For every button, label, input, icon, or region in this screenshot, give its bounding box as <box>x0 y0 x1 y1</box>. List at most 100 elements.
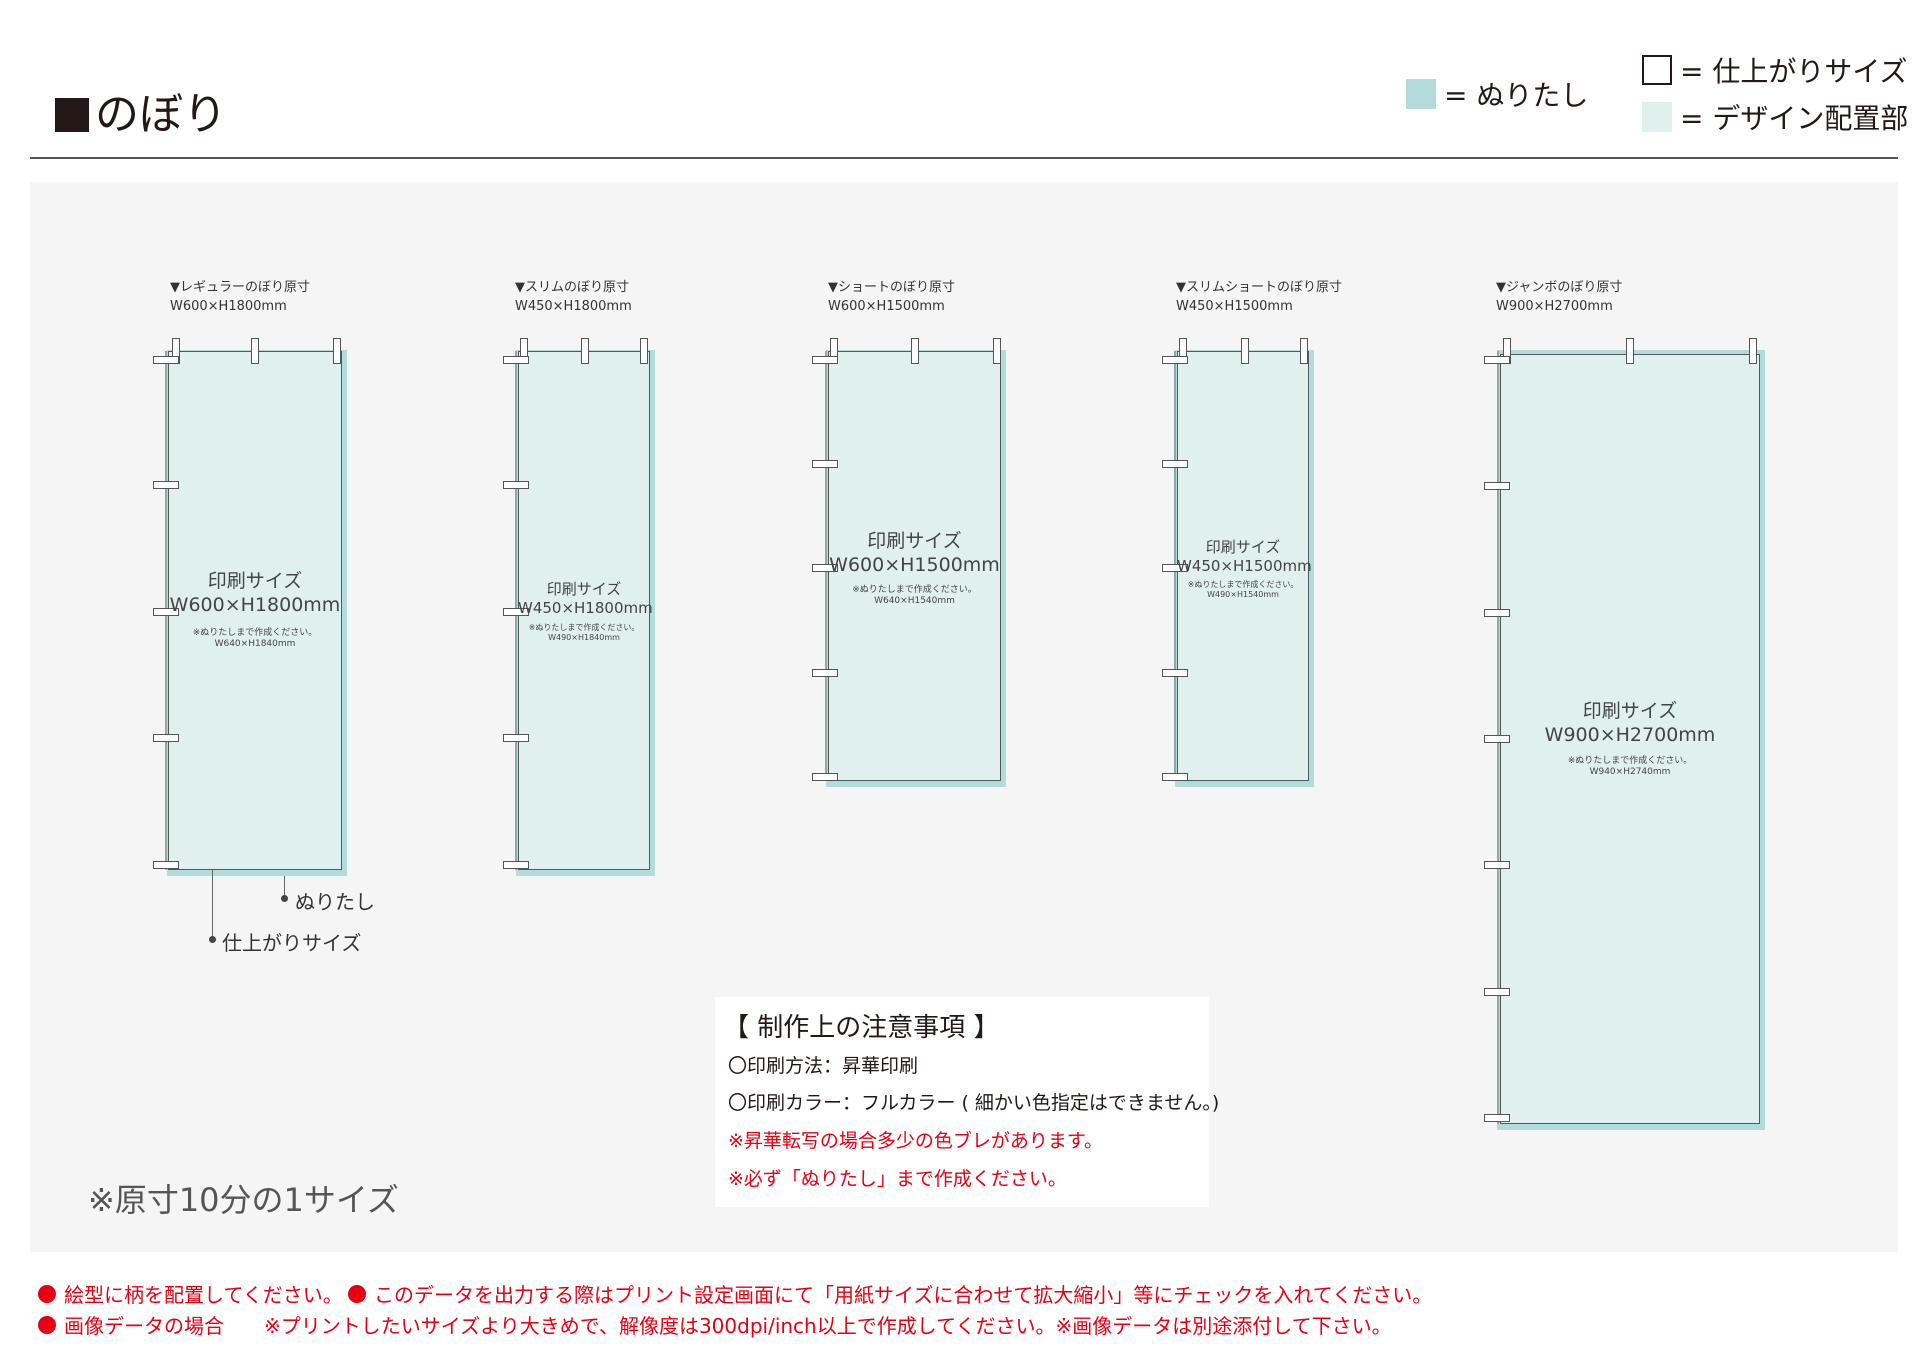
notes-color: 〇印刷カラー：フルカラー ( 細かい色指定はできません。) <box>728 1092 1220 1114</box>
top-tab <box>640 338 648 364</box>
top-tab <box>581 338 589 364</box>
bleed-callout-dot <box>281 895 288 902</box>
legend-finish: = 仕上がりサイズ <box>1642 50 1908 90</box>
footer-item-2-text: このデータを出力する際はプリント設定画面にて「用紙サイズに合わせて拡大縮小」等に… <box>374 1283 1433 1307</box>
bleed-size: W490×H1540mm <box>1207 590 1279 599</box>
finish-callout-dot <box>209 936 216 943</box>
title-square-icon <box>55 98 89 132</box>
nobori-title: ▼スリムショートのぼり原寸 <box>1176 280 1342 295</box>
nobori-dims: W900×H2700mm <box>1496 299 1613 314</box>
side-tab <box>1484 609 1510 617</box>
side-tab <box>1484 1114 1510 1122</box>
bleed-note: ※ぬりたしまで作成ください。 <box>1567 756 1693 766</box>
scale-note: ※原寸10分の1サイズ <box>88 1181 399 1219</box>
top-tab <box>1626 338 1634 364</box>
print-size-label: 印刷サイズ <box>867 530 962 552</box>
footer-item-3: 画像データの場合 ※プリントしたいサイズより大きめで、解像度は300dpi/in… <box>38 1310 1392 1339</box>
side-tab <box>153 481 179 489</box>
side-tab <box>153 608 179 616</box>
footer-item-1: 絵型に柄を配置してください。 <box>38 1279 343 1308</box>
design-area <box>1500 354 1760 1124</box>
side-tab <box>1162 564 1188 572</box>
nobori-title: ▼レギュラーのぼり原寸 <box>170 280 310 295</box>
nobori-dims: W450×H1500mm <box>1176 299 1293 314</box>
red-dot-icon <box>348 1284 366 1303</box>
top-tab <box>333 338 341 364</box>
finish-callout-label: 仕上がりサイズ <box>222 931 362 955</box>
print-size-label: 印刷サイズ <box>207 570 303 592</box>
bleed-note: ※ぬりたしまで作成ください。 <box>1187 580 1299 589</box>
production-notes <box>715 997 1209 1207</box>
footer-item-1-text: 絵型に柄を配置してください。 <box>64 1283 343 1307</box>
bleed-callout-label: ぬりたし <box>295 890 375 914</box>
legend-finish-label: = 仕上がりサイズ <box>1680 55 1908 88</box>
bleed-size: W640×H1840mm <box>214 639 296 649</box>
finish-callout-line <box>212 870 213 940</box>
nobori-title: ▼ショートのぼり原寸 <box>828 280 955 295</box>
top-tab <box>1749 338 1757 364</box>
footer-item-2: このデータを出力する際はプリント設定画面にて「用紙サイズに合わせて拡大縮小」等に… <box>348 1279 1432 1308</box>
side-tab <box>503 481 529 489</box>
design-area <box>1177 351 1309 781</box>
bleed-size: W940×H2740mm <box>1589 767 1671 777</box>
side-tab <box>812 669 838 677</box>
legend-bleed-label: = ぬりたし <box>1444 79 1589 112</box>
bleed-size: W490×H1840mm <box>548 633 620 642</box>
side-tab <box>812 564 838 572</box>
top-tab <box>993 338 1001 364</box>
side-tab <box>503 356 529 364</box>
legend-design: = デザイン配置部 <box>1642 97 1908 137</box>
side-tab <box>812 460 838 468</box>
print-size-value: W600×H1500mm <box>829 554 1000 576</box>
design-swatch-icon <box>1642 102 1672 132</box>
side-tab <box>1484 861 1510 869</box>
side-tab <box>812 773 838 781</box>
header-divider <box>30 157 1898 159</box>
print-size-label: 印刷サイズ <box>546 580 622 598</box>
side-tab <box>1162 773 1188 781</box>
side-tab <box>153 356 179 364</box>
side-tab <box>503 734 529 742</box>
side-tab <box>153 734 179 742</box>
print-size-value: W900×H2700mm <box>1544 724 1716 746</box>
side-tab <box>153 861 179 869</box>
legend-bleed: = ぬりたし <box>1406 74 1588 114</box>
side-tab <box>1484 482 1510 490</box>
side-tab <box>1162 669 1188 677</box>
side-tab <box>1162 356 1188 364</box>
top-tab <box>1241 338 1249 364</box>
red-dot-icon <box>38 1284 56 1303</box>
notes-warning-1: ※昇華転写の場合多少の色ブレがあります。 <box>728 1130 1104 1152</box>
print-size-value: W450×H1800mm <box>518 599 653 617</box>
top-tab <box>1300 338 1308 364</box>
side-tab <box>503 608 529 616</box>
design-area <box>518 351 650 870</box>
design-area <box>828 351 1001 781</box>
finish-swatch-icon <box>1642 55 1672 85</box>
notes-method: 〇印刷方法：昇華印刷 <box>728 1055 919 1077</box>
side-tab <box>812 356 838 364</box>
bleed-note: ※ぬりたしまで作成ください。 <box>192 628 318 638</box>
nobori-title: ▼ジャンボのぼり原寸 <box>1496 280 1623 295</box>
side-tab <box>503 861 529 869</box>
legend-design-label: = デザイン配置部 <box>1680 102 1909 135</box>
bleed-note: ※ぬりたしまで作成ください。 <box>528 623 640 632</box>
nobori-title: ▼スリムのぼり原寸 <box>515 280 629 295</box>
print-size-value: W450×H1500mm <box>1177 557 1312 575</box>
nobori-dims: W450×H1800mm <box>515 299 632 314</box>
print-size-label: 印刷サイズ <box>1582 700 1678 722</box>
side-tab <box>1484 735 1510 743</box>
page-title: のぼり <box>55 90 227 140</box>
bleed-note: ※ぬりたしまで作成ください。 <box>852 585 977 595</box>
side-tab <box>1484 356 1510 364</box>
bleed-callout-line <box>284 876 285 900</box>
print-size-value: W600×H1800mm <box>169 594 341 616</box>
top-tab <box>251 338 259 364</box>
nobori-dims: W600×H1500mm <box>828 299 945 314</box>
print-size-label: 印刷サイズ <box>1205 538 1281 556</box>
footer-item-3-text: 画像データの場合 ※プリントしたいサイズより大きめで、解像度は300dpi/in… <box>64 1314 1392 1338</box>
top-tab <box>911 338 919 364</box>
side-tab <box>1484 988 1510 996</box>
bleed-size: W640×H1540mm <box>874 596 955 606</box>
bleed-swatch-icon <box>1406 79 1436 109</box>
